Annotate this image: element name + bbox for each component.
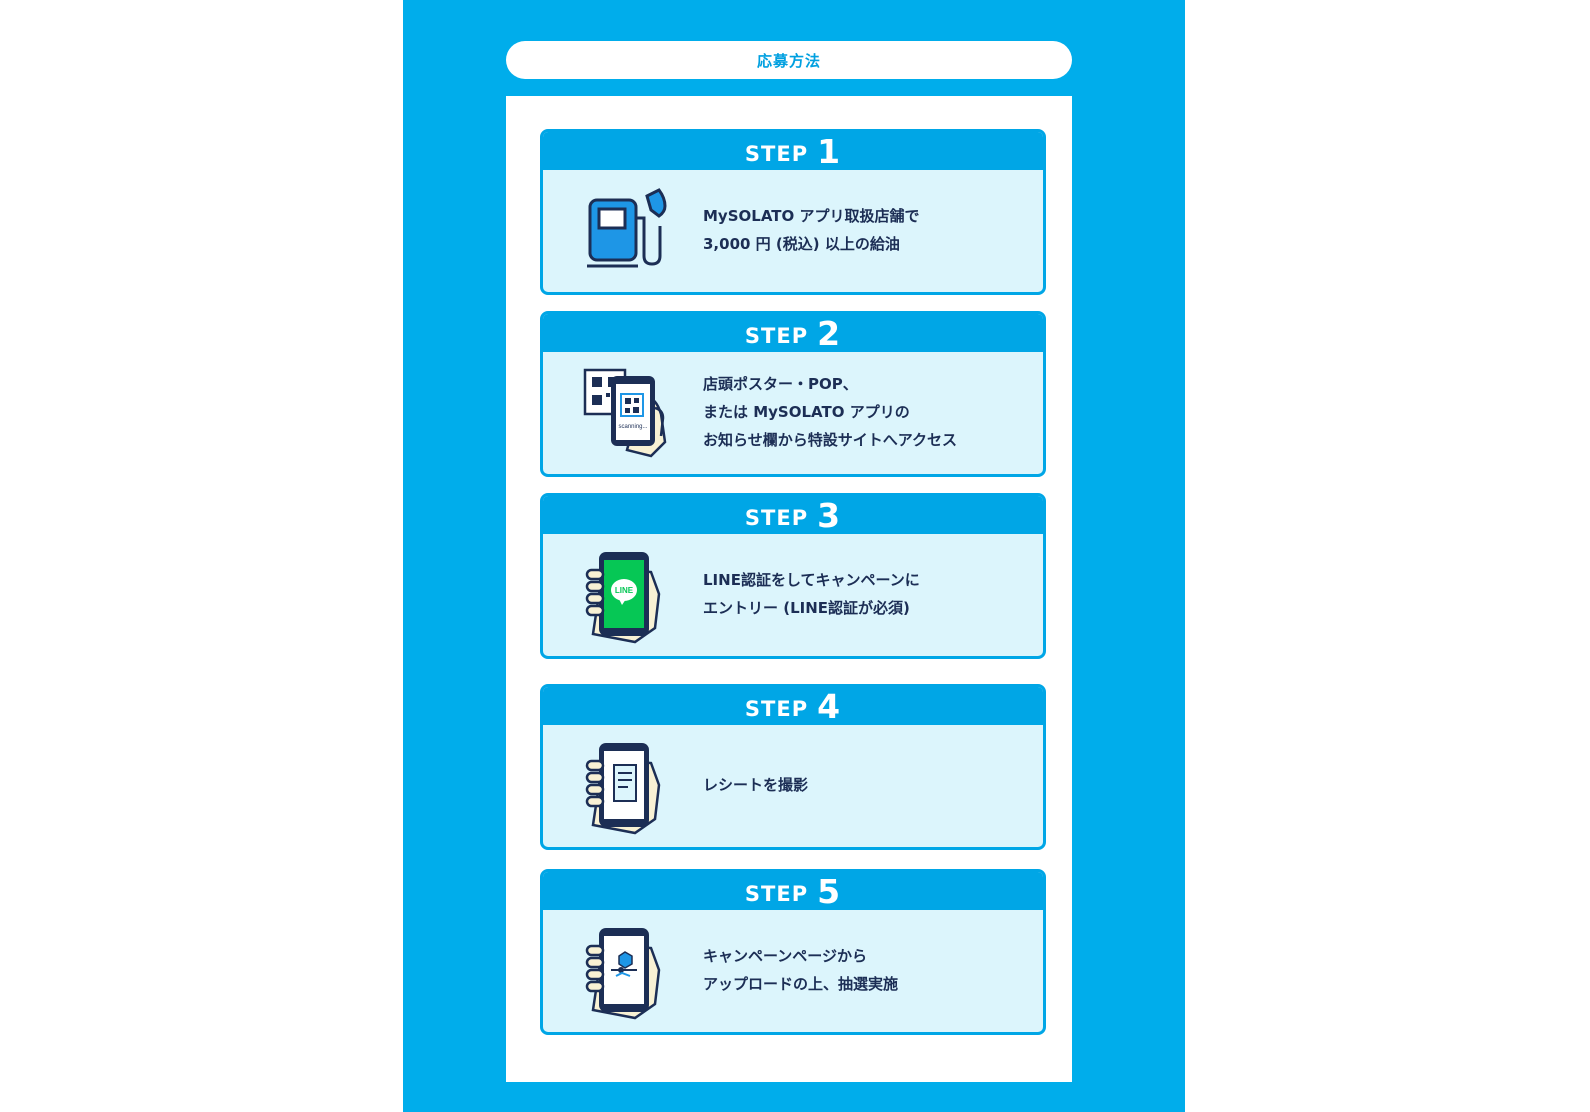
step-description: レシートを撮影: [703, 775, 809, 794]
upload-phone-icon: [583, 926, 673, 1021]
step-number: 1: [817, 131, 842, 171]
line-phone-icon: LINE: [583, 550, 673, 645]
fuel-pump-icon: [583, 186, 673, 281]
step-label: STEP: [744, 882, 809, 906]
step-5: STEP 5: [540, 869, 1046, 1035]
step-number: 3: [817, 495, 842, 535]
step-3: STEP 3 LINE: [540, 493, 1046, 659]
step-4: STEP 4: [540, 684, 1046, 850]
svg-text:scanning...: scanning...: [618, 424, 647, 430]
step-1: STEP 1 MySOLATO アプリ取扱店舗で 3,000 円 (税込) 以上…: [540, 129, 1046, 295]
qr-scan-phone-icon: scanning...: [583, 368, 673, 463]
step-description: MySOLATO アプリ取扱店舗で 3,000 円 (税込) 以上の給油: [703, 206, 920, 253]
step-number: 4: [817, 686, 842, 726]
svg-text:LINE: LINE: [615, 586, 634, 595]
step-2: STEP 2: [540, 311, 1046, 477]
step-label: STEP: [744, 142, 809, 166]
step-header: STEP 2: [543, 313, 1043, 353]
step-description: キャンペーンページから アップロードの上、抽選実施: [703, 946, 899, 993]
step-header: STEP 1: [543, 131, 1043, 171]
step-number: 5: [817, 871, 842, 911]
step-label: STEP: [744, 697, 809, 721]
step-header: STEP 5: [543, 871, 1043, 911]
step-number: 2: [817, 313, 842, 353]
steps-card: STEP 1 MySOLATO アプリ取扱店舗で 3,000 円 (税込) 以上…: [506, 96, 1072, 1082]
step-label: STEP: [744, 506, 809, 530]
step-label: STEP: [744, 324, 809, 348]
section-title: 応募方法: [506, 41, 1072, 79]
receipt-phone-icon: [583, 741, 673, 836]
step-header: STEP 4: [543, 686, 1043, 726]
campaign-panel: 応募方法 STEP 1 MySOLATO アプリ: [403, 0, 1185, 1112]
step-header: STEP 3: [543, 495, 1043, 535]
step-description: 店頭ポスター・POP、 または MySOLATO アプリの お知らせ欄から特設サ…: [703, 374, 957, 449]
step-description: LINE認証をしてキャンペーンに エントリー (LINE認証が必須): [703, 570, 920, 617]
